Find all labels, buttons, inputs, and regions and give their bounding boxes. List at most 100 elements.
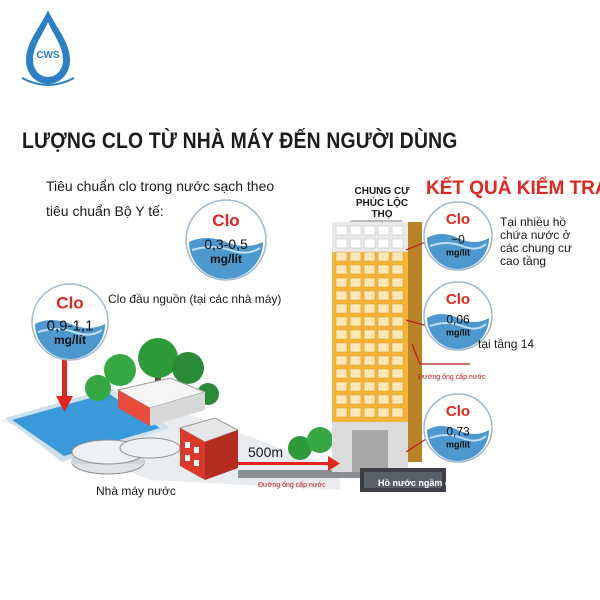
building-window xyxy=(349,394,362,405)
building-window xyxy=(349,290,362,301)
building-window xyxy=(377,368,390,379)
bubble-title: Clo xyxy=(56,294,83,313)
bubble-unit: mg/lít xyxy=(446,248,470,258)
building-name-line1: CHUNG CƯ xyxy=(354,186,410,197)
building-window xyxy=(391,394,404,405)
logo-drop-icon xyxy=(21,10,75,86)
bubble-value: 0,06 xyxy=(446,312,470,326)
building-window xyxy=(391,407,404,418)
building-window xyxy=(391,290,404,301)
flow-arrows xyxy=(56,356,340,471)
building-window xyxy=(349,303,362,314)
building-window xyxy=(377,290,390,301)
pipe-label-right: Đường ống cấp nước xyxy=(418,374,486,381)
building-window xyxy=(363,277,376,288)
bubble-source: Clo 0,9-1,1mg/lít xyxy=(31,283,109,361)
bubble-high: Clo ~0 mg/lít xyxy=(423,201,493,271)
bubble-floor: Clo 0,06 mg/lít xyxy=(423,281,493,351)
building-window xyxy=(377,303,390,314)
underground-tank xyxy=(360,468,446,492)
bubble-unit: mg/lít xyxy=(446,440,470,450)
distance-label: 500m xyxy=(248,444,284,460)
building-window xyxy=(391,277,404,288)
bubble-unit: mg/lít xyxy=(54,333,86,347)
building-window xyxy=(363,251,376,262)
bubble-unit: mg/lít xyxy=(210,252,242,266)
building-window xyxy=(335,290,348,301)
building-window xyxy=(377,355,390,366)
building-window xyxy=(377,394,390,405)
results-title: KẾT QUẢ KIỂM TRA xyxy=(426,178,600,199)
building-window xyxy=(335,329,348,340)
building-window xyxy=(349,329,362,340)
building-window xyxy=(391,264,404,275)
building-window xyxy=(377,381,390,392)
bubble-value: 0,73 xyxy=(446,424,470,438)
settling-tanks xyxy=(71,437,181,475)
building-window xyxy=(391,251,404,262)
building-window xyxy=(349,381,362,392)
building-window xyxy=(349,225,362,236)
building-window xyxy=(349,368,362,379)
building-window xyxy=(377,238,390,249)
building-window xyxy=(363,329,376,340)
bubble-title: Clo xyxy=(446,291,470,308)
building-window xyxy=(391,368,404,379)
bubble-title: Clo xyxy=(446,211,470,228)
building-window xyxy=(377,277,390,288)
building-window xyxy=(335,277,348,288)
building-window xyxy=(391,329,404,340)
building-windows xyxy=(335,225,404,418)
bubble-title: Clo xyxy=(446,403,470,420)
building-window xyxy=(335,368,348,379)
building-window xyxy=(363,316,376,327)
building-window xyxy=(335,355,348,366)
building-window xyxy=(349,316,362,327)
building-window xyxy=(363,303,376,314)
building-window xyxy=(377,329,390,340)
building-window xyxy=(391,342,404,353)
building-window xyxy=(363,342,376,353)
water-plant xyxy=(116,377,240,480)
building-window xyxy=(391,381,404,392)
building-window xyxy=(377,251,390,262)
building-window xyxy=(335,316,348,327)
building-window xyxy=(391,238,404,249)
building-window xyxy=(335,303,348,314)
building-window xyxy=(363,264,376,275)
note-floor: tại tầng 14 xyxy=(478,337,535,351)
building-window xyxy=(363,238,376,249)
building-window xyxy=(335,251,348,262)
building-window xyxy=(349,407,362,418)
building-window xyxy=(377,407,390,418)
bubble-unit: mg/lít xyxy=(446,328,470,338)
building-window xyxy=(391,225,404,236)
chlorine-bubbles: Clo0,3-0,5mg/lítClo0,9-1,1mg/lítClo~0mg/… xyxy=(31,199,493,463)
building-window xyxy=(377,264,390,275)
logo-text: CWS xyxy=(36,50,60,61)
plant-label: Nhà máy nước xyxy=(96,484,176,498)
building-window xyxy=(335,342,348,353)
building-window xyxy=(335,225,348,236)
page-title: LƯỢNG CLO TỪ NHÀ MÁY ĐẾN NGƯỜI DÙNG xyxy=(22,128,458,153)
building-window xyxy=(335,238,348,249)
building-window xyxy=(363,290,376,301)
building-window xyxy=(349,251,362,262)
bubble-value: 0,9-1,1 xyxy=(47,317,94,334)
bubble-standard: Clo 0,3-0,5mg/lít xyxy=(185,199,267,281)
building-window xyxy=(363,394,376,405)
bubble-tank: Clo 0,73 mg/lít xyxy=(423,393,493,463)
bubble-value: ~0 xyxy=(451,232,465,246)
building-name-line2: PHÚC LỘC THỌ xyxy=(355,198,409,220)
building-window xyxy=(349,238,362,249)
building-window xyxy=(391,316,404,327)
building-window xyxy=(335,407,348,418)
building-window xyxy=(363,355,376,366)
bubble-title: Clo xyxy=(212,211,239,230)
bubble-value: 0,3-0,5 xyxy=(204,236,248,252)
building-window xyxy=(377,316,390,327)
standard-text-line1: Tiêu chuẩn clo trong nước sạch theo xyxy=(46,178,275,194)
building-window xyxy=(335,394,348,405)
trees xyxy=(85,338,333,460)
source-label: Clo đầu nguồn (tại các nhà máy) xyxy=(108,292,282,306)
